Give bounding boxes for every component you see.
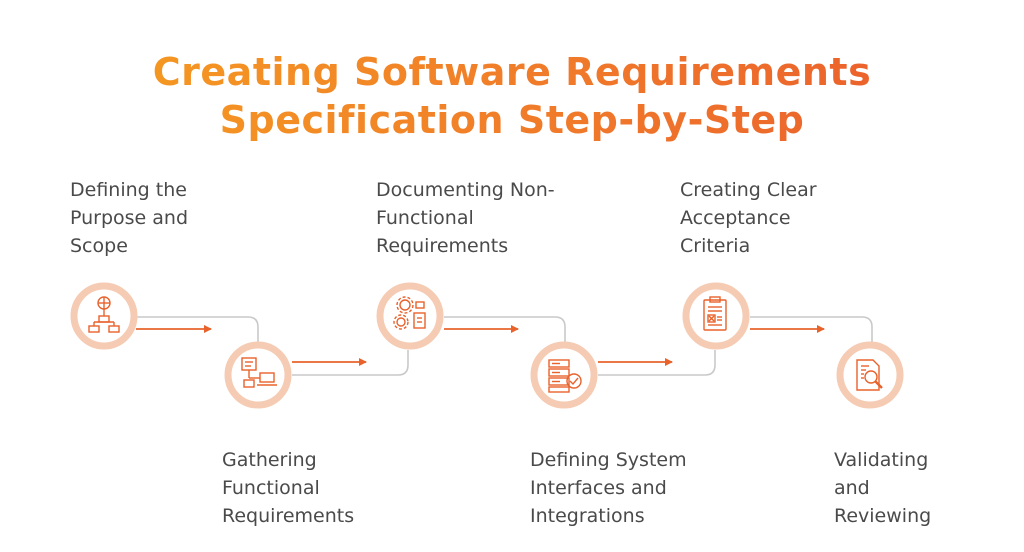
step-4-node	[530, 341, 598, 409]
step-6-label-line: Validating	[834, 449, 929, 471]
step-6-label: Validating and Reviewing	[834, 446, 931, 530]
computer-checklist-icon	[241, 357, 277, 388]
flowchart-icon	[88, 296, 120, 333]
step-3-node	[376, 282, 444, 350]
step-1-label-line: Defining the	[70, 179, 187, 201]
connector-3-4	[444, 316, 566, 343]
connector-2-3	[292, 350, 409, 376]
step-2-label-line: Requirements	[222, 505, 355, 527]
gears-document-icon	[393, 296, 426, 330]
connectors	[136, 316, 873, 376]
step-3-label-line: Documenting Non-	[376, 179, 555, 201]
step-5-label-line: Acceptance	[680, 207, 791, 229]
step-4-label-line: Interfaces and	[530, 477, 667, 499]
document-magnifier-icon	[856, 359, 883, 391]
step-6-node	[836, 341, 904, 409]
step-3-label-line: Requirements	[376, 235, 509, 257]
step-1-label-line: Scope	[70, 235, 128, 257]
step-3-label-line: Functional	[376, 207, 474, 229]
step-2-label-line: Functional	[222, 477, 320, 499]
step-6-label-line: Reviewing	[834, 505, 932, 527]
step-6-label-line: and	[834, 477, 870, 499]
connector-5-6	[750, 316, 873, 343]
arrows	[136, 325, 825, 366]
step-5-label-line: Criteria	[680, 235, 751, 257]
clipboard-icon	[703, 296, 727, 331]
step-4-label-line: Defining System	[530, 449, 687, 471]
step-1-node	[70, 282, 138, 350]
step-2-node	[224, 341, 292, 409]
step-5-node	[682, 282, 750, 350]
step-1-label: Defining the Purpose and Scope	[70, 176, 188, 260]
connector-4-5	[598, 350, 716, 376]
step-1-label-line: Purpose and	[70, 207, 189, 229]
step-5-label: Creating Clear Acceptance Criteria	[680, 176, 817, 260]
step-5-label-line: Creating Clear	[680, 179, 817, 201]
step-2-label-line: Gathering	[222, 449, 317, 471]
step-4-label-line: Integrations	[530, 505, 645, 527]
connector-1-2	[136, 316, 259, 343]
step-4-label: Defining System Interfaces and Integrati…	[530, 446, 687, 530]
step-3-label: Documenting Non- Functional Requirements	[376, 176, 555, 260]
step-2-label: Gathering Functional Requirements	[222, 446, 354, 530]
server-check-icon	[548, 359, 582, 393]
